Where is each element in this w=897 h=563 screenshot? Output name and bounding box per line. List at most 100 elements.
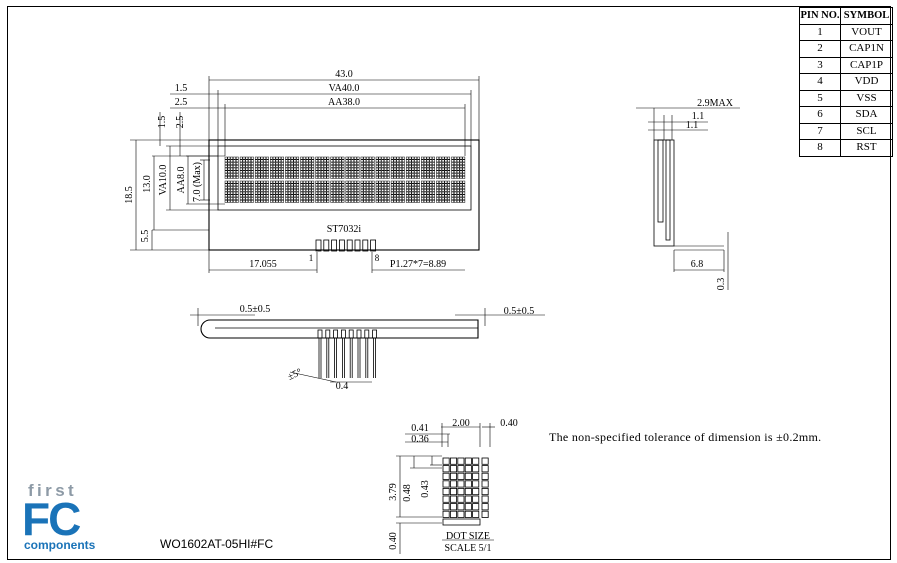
character-cell bbox=[390, 156, 405, 179]
pixel-dot bbox=[378, 162, 382, 165]
pixel-dot bbox=[444, 165, 448, 168]
pixel-dot bbox=[396, 170, 400, 174]
pixel-dot bbox=[305, 162, 309, 165]
pixel-dot bbox=[402, 180, 405, 184]
pixel-dot bbox=[272, 186, 276, 189]
pin-symbol: CAP1P bbox=[840, 56, 893, 74]
pixel-dot bbox=[353, 183, 357, 187]
character-cell bbox=[330, 156, 345, 179]
pixel-dot bbox=[390, 194, 394, 198]
pixel-dot bbox=[414, 183, 418, 187]
dim-04: 0.4 bbox=[336, 381, 349, 392]
pixel-dot bbox=[300, 170, 303, 174]
pixel-dot bbox=[417, 183, 420, 187]
pixel-dot bbox=[366, 191, 369, 195]
pixel-dot bbox=[447, 186, 451, 189]
dot-cell bbox=[481, 503, 489, 511]
pixel-dot bbox=[381, 191, 385, 195]
pixel-dot bbox=[323, 173, 327, 176]
pixel-dot bbox=[311, 173, 315, 176]
pixel-dot bbox=[242, 183, 246, 187]
pixel-dot bbox=[293, 170, 297, 174]
pixel-dot bbox=[351, 162, 354, 165]
pixel-dot bbox=[351, 197, 354, 200]
pixel-dot bbox=[386, 180, 390, 184]
pixel-dot bbox=[248, 191, 251, 195]
pixel-dot bbox=[278, 170, 282, 174]
pixel-dot bbox=[451, 173, 454, 176]
pixel-dot bbox=[308, 197, 312, 200]
pixel-dot bbox=[462, 159, 466, 163]
dim-379: 3.79 bbox=[388, 483, 399, 501]
pixel-dot bbox=[311, 194, 315, 198]
pixel-dot bbox=[296, 170, 300, 174]
pixel-dot bbox=[371, 167, 375, 171]
pixel-dot bbox=[411, 194, 415, 198]
pixel-dot bbox=[444, 183, 448, 187]
pixel-dot bbox=[336, 173, 339, 176]
dim-aa38: AA38.0 bbox=[328, 97, 360, 108]
pixel-dot bbox=[281, 170, 284, 174]
pixel-dot bbox=[235, 162, 239, 165]
pixel-dot bbox=[386, 173, 390, 176]
pixel-dot bbox=[429, 186, 433, 189]
pixel-dot bbox=[405, 170, 409, 174]
pixel-dot bbox=[363, 183, 367, 187]
pixel-dot bbox=[429, 165, 433, 168]
pixel-dot bbox=[278, 156, 282, 160]
pixel-dot bbox=[353, 165, 357, 168]
pixel-dot bbox=[451, 162, 454, 165]
pixel-dot bbox=[287, 176, 291, 179]
pixel-dot bbox=[421, 170, 424, 174]
pixel-dot bbox=[305, 167, 309, 171]
pixel-dot bbox=[459, 159, 463, 163]
pixel-dot bbox=[456, 156, 460, 160]
pixel-dot bbox=[454, 162, 457, 165]
pixel-dot bbox=[436, 156, 439, 160]
pixel-dot bbox=[278, 191, 282, 195]
pixel-dot bbox=[270, 162, 273, 165]
pixel-dot bbox=[378, 170, 382, 174]
dim-bottom: 5.5 bbox=[140, 230, 151, 243]
pin-head bbox=[348, 329, 354, 339]
pixel-dot bbox=[459, 194, 463, 198]
pixel-dot bbox=[239, 165, 243, 168]
pixel-dot bbox=[275, 191, 279, 195]
pixel-dot bbox=[447, 194, 451, 198]
pixel-dot bbox=[290, 159, 294, 163]
pixel-dot bbox=[248, 176, 251, 179]
pixel-dot bbox=[254, 162, 258, 165]
pixel-dot bbox=[402, 191, 405, 195]
pixel-dot bbox=[263, 173, 267, 176]
pixel-dot bbox=[323, 197, 327, 200]
pixel-dot bbox=[257, 167, 261, 171]
pixel-dot bbox=[248, 200, 251, 203]
pixel-dot bbox=[399, 200, 402, 203]
pixel-dot bbox=[245, 165, 249, 168]
pixel-dot bbox=[459, 200, 463, 203]
pixel-dot bbox=[333, 189, 336, 192]
pixel-dot bbox=[421, 167, 424, 171]
character-cell bbox=[254, 180, 269, 203]
pixel-dot bbox=[378, 186, 382, 189]
pixel-dot bbox=[270, 176, 273, 179]
pixel-dot bbox=[254, 189, 258, 192]
front-view: 43.0 VA40.0 AA38.0 1.5 2.5 18.5 bbox=[124, 69, 480, 273]
pixel-dot bbox=[285, 194, 288, 198]
character-cell bbox=[421, 180, 435, 203]
pixel-dot bbox=[326, 191, 330, 195]
pixel-dot bbox=[326, 200, 330, 203]
pixel-dot bbox=[454, 159, 457, 163]
pixel-dot bbox=[451, 186, 454, 189]
pixel-dot bbox=[263, 189, 267, 192]
pixel-dot bbox=[421, 180, 424, 184]
pixel-dot bbox=[405, 156, 409, 160]
pixel-dot bbox=[356, 200, 360, 203]
pixel-dot bbox=[281, 194, 284, 198]
pixel-dot bbox=[278, 173, 282, 176]
pixel-dot bbox=[323, 180, 327, 184]
pixel-dot bbox=[441, 180, 445, 184]
pixel-dot bbox=[293, 162, 297, 165]
pixel-dot bbox=[245, 170, 249, 174]
